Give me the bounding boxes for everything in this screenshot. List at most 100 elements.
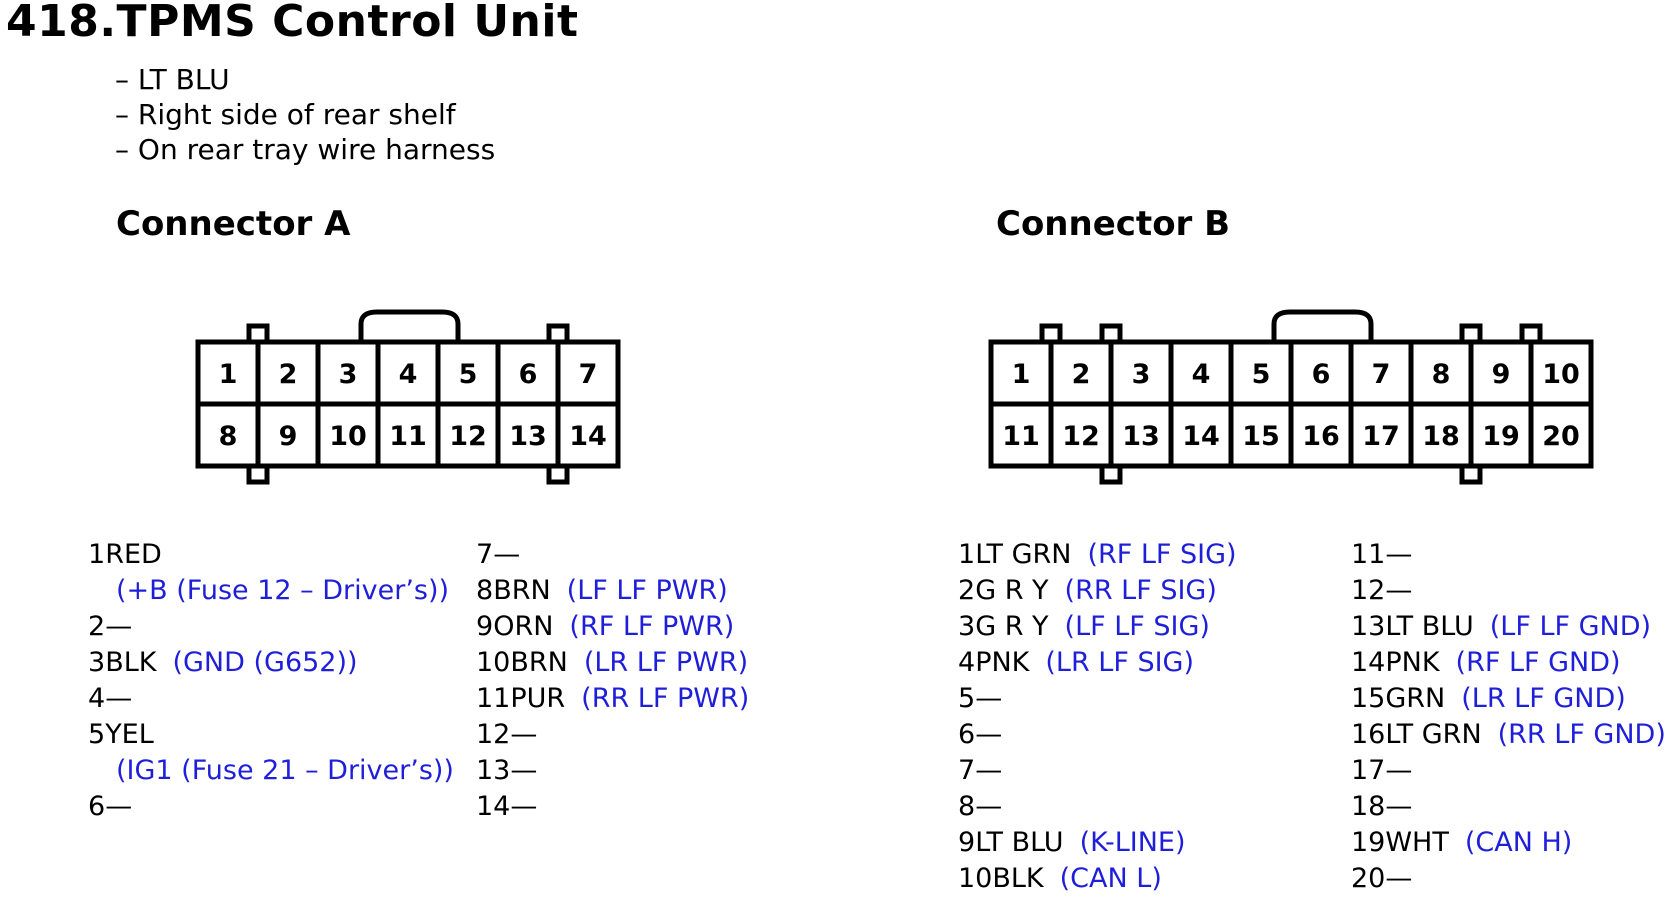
connector-a-pin-7: 7	[579, 359, 598, 390]
pin-number: 8	[958, 791, 976, 822]
pin-row: 3 G R Y(LF LF SIG)	[958, 609, 1237, 645]
pin-number: 10	[476, 647, 511, 678]
pin-description: (LR LF GND)	[1461, 683, 1626, 714]
page-title: 418.TPMS Control Unit	[6, 0, 579, 47]
pin-description: (CAN H)	[1464, 827, 1573, 858]
wire-color: —	[1385, 539, 1413, 570]
pin-row: 6 —	[88, 789, 454, 825]
pin-row: 18—	[1351, 789, 1666, 825]
pin-row: 1RED	[88, 537, 454, 573]
pin-row: 13—	[476, 753, 749, 789]
pin-number: 2	[88, 611, 106, 642]
connector-b-pin-20: 20	[1542, 421, 1580, 452]
connector-b-pin-8: 8	[1432, 359, 1451, 390]
pin-description: (LF LF PWR)	[566, 575, 728, 606]
wire-color: —	[493, 539, 521, 570]
pin-row: 10BLK(CAN L)	[958, 861, 1237, 897]
pin-row: 7 —	[476, 537, 749, 573]
connector-b-title: Connector B	[996, 204, 1231, 244]
wire-color: —	[1385, 791, 1413, 822]
wire-color: —	[1385, 755, 1413, 786]
connector-b-pin-15: 15	[1242, 421, 1280, 452]
pin-number: 6	[88, 791, 106, 822]
pin-row: (+B (Fuse 12 – Driver’s))	[88, 573, 454, 609]
connector-a-pin-4: 4	[399, 359, 418, 390]
pin-row: 2 —	[88, 609, 454, 645]
pin-number: 1	[88, 539, 106, 570]
connector-a-pin-9: 9	[279, 421, 298, 452]
wire-color: —	[975, 791, 1003, 822]
wire-color: —	[510, 791, 538, 822]
pin-row: 9LT BLU(K-LINE)	[958, 825, 1237, 861]
pin-description: (RR LF PWR)	[581, 683, 750, 714]
wire-color: YEL	[105, 719, 154, 750]
pin-row: 7 —	[958, 753, 1237, 789]
pin-number: 7	[958, 755, 976, 786]
connector-b-pin-3: 3	[1132, 359, 1151, 390]
wire-color: —	[510, 755, 538, 786]
connector-a-pin-13: 13	[509, 421, 547, 452]
pin-row: 8BRN (LF LF PWR)	[476, 573, 749, 609]
pin-description: (LF LF SIG)	[1064, 611, 1210, 642]
pin-number: 8	[476, 575, 494, 606]
wire-color: PUR	[510, 683, 566, 714]
pin-number: 14	[476, 791, 511, 822]
pin-number: 9	[958, 827, 976, 858]
pin-number: 3	[88, 647, 106, 678]
wire-color: GRN	[1385, 683, 1446, 714]
connector-b-pin-19: 19	[1482, 421, 1520, 452]
pin-row: 11PUR (RR LF PWR)	[476, 681, 749, 717]
pin-description: (K-LINE)	[1079, 827, 1186, 858]
pin-description: (RF LF SIG)	[1087, 539, 1237, 570]
pin-row: 3BLK(GND (G652))	[88, 645, 454, 681]
pin-row: 8 —	[958, 789, 1237, 825]
note-harness: – On rear tray wire harness	[115, 133, 496, 166]
wire-color: —	[975, 719, 1003, 750]
connector-a-pin-6: 6	[519, 359, 538, 390]
pin-number: 12	[476, 719, 511, 750]
pin-number: 19	[1351, 827, 1386, 858]
wire-color: LT BLU	[1385, 611, 1474, 642]
pin-number: 11	[476, 683, 511, 714]
pin-description: (RF LF GND)	[1455, 647, 1621, 678]
pin-number: 6	[958, 719, 976, 750]
pin-number: 13	[1351, 611, 1386, 642]
wire-color: —	[1385, 863, 1413, 894]
wire-color: LT GRN	[1385, 719, 1482, 750]
wire-color: —	[105, 791, 133, 822]
pin-row: 19WHT(CAN H)	[1351, 825, 1666, 861]
connector-a-pin-3: 3	[339, 359, 358, 390]
pin-number: 12	[1351, 575, 1386, 606]
connector-b-pin-17: 17	[1362, 421, 1400, 452]
pin-description: (RR LF SIG)	[1064, 575, 1217, 606]
connector-a-pin-1: 1	[219, 359, 238, 390]
connector-b-pin-10: 10	[1542, 359, 1580, 390]
pin-description: (LR LF PWR)	[583, 647, 749, 678]
connector-b-pin-11: 11	[1002, 421, 1040, 452]
wire-color: —	[975, 755, 1003, 786]
wire-color: —	[1385, 575, 1413, 606]
pin-row: 16LT GRN(RR LF GND)	[1351, 717, 1666, 753]
connector-a-pinlist-2: 7 —8BRN(LF LF PWR)9ORN(RF LF PWR)10BRN(L…	[476, 537, 749, 825]
connector-b-pin-1: 1	[1012, 359, 1031, 390]
wire-color: RED	[105, 539, 162, 570]
pin-number: 9	[476, 611, 494, 642]
pin-row: 1LT GRN(RF LF SIG)	[958, 537, 1237, 573]
wire-color: —	[105, 683, 133, 714]
pin-row: 17—	[1351, 753, 1666, 789]
wire-color: BLK	[992, 863, 1044, 894]
pin-row: (IG1 (Fuse 21 – Driver’s))	[88, 753, 454, 789]
pin-row: 5YEL	[88, 717, 454, 753]
pin-number: 13	[476, 755, 511, 786]
connector-b-pin-9: 9	[1492, 359, 1511, 390]
wire-color: BRN	[493, 575, 551, 606]
connector-b-pin-6: 6	[1312, 359, 1331, 390]
wire-color: BLK	[105, 647, 157, 678]
note-color: – LT BLU	[115, 63, 230, 96]
connector-b-pinlist-1: 1LT GRN(RF LF SIG)2 G R Y(RR LF SIG)3 G …	[958, 537, 1237, 897]
connector-b-pinlist-2: 11—12—13LT BLU(LF LF GND)14PNK(RF LF GND…	[1351, 537, 1666, 897]
pin-row: 4 —	[88, 681, 454, 717]
pin-row: 20—	[1351, 861, 1666, 897]
note-location: – Right side of rear shelf	[115, 98, 456, 131]
